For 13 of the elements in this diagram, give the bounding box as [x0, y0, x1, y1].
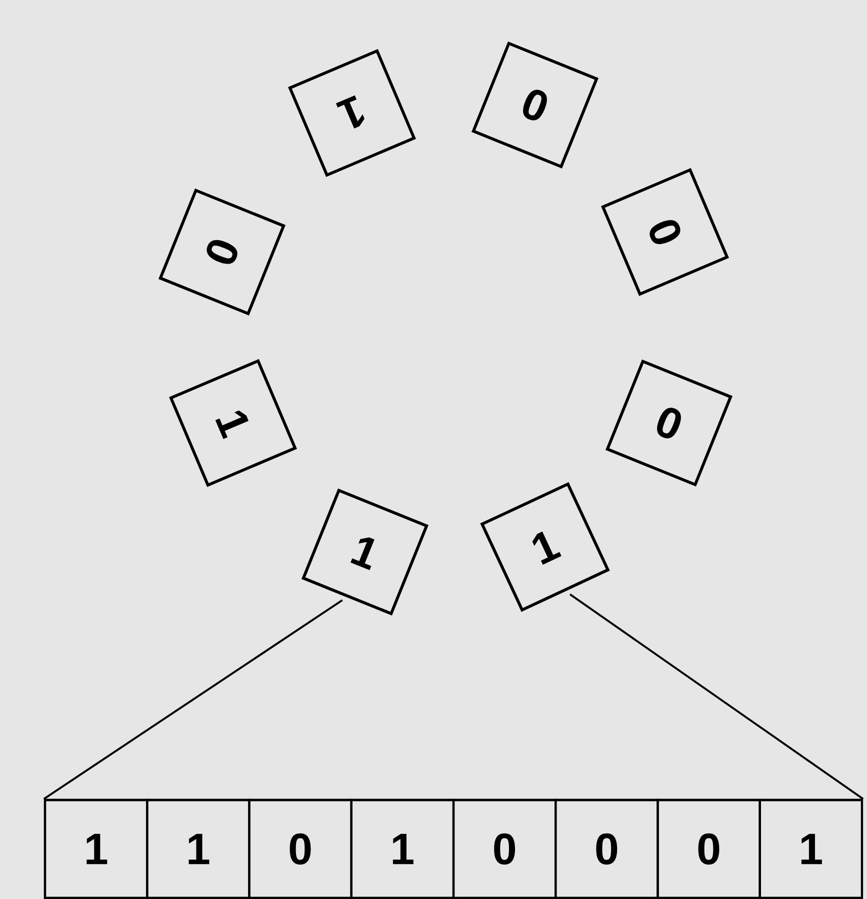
- expansion-line: [43, 599, 343, 800]
- bit-cell: 0: [248, 798, 352, 899]
- bit-cell: 1: [146, 798, 250, 899]
- bit-cell: 0: [656, 798, 761, 899]
- bit-cell: 0: [452, 798, 557, 899]
- expansion-line: [569, 593, 864, 800]
- digit-box: 1: [169, 359, 297, 487]
- digit-box: 0: [601, 168, 729, 296]
- digit-box: 1: [288, 49, 416, 177]
- bit-cell: 1: [758, 798, 864, 899]
- bit-cell: 1: [44, 798, 148, 899]
- bit-cell: 1: [350, 798, 455, 899]
- bit-cell: 0: [554, 798, 659, 899]
